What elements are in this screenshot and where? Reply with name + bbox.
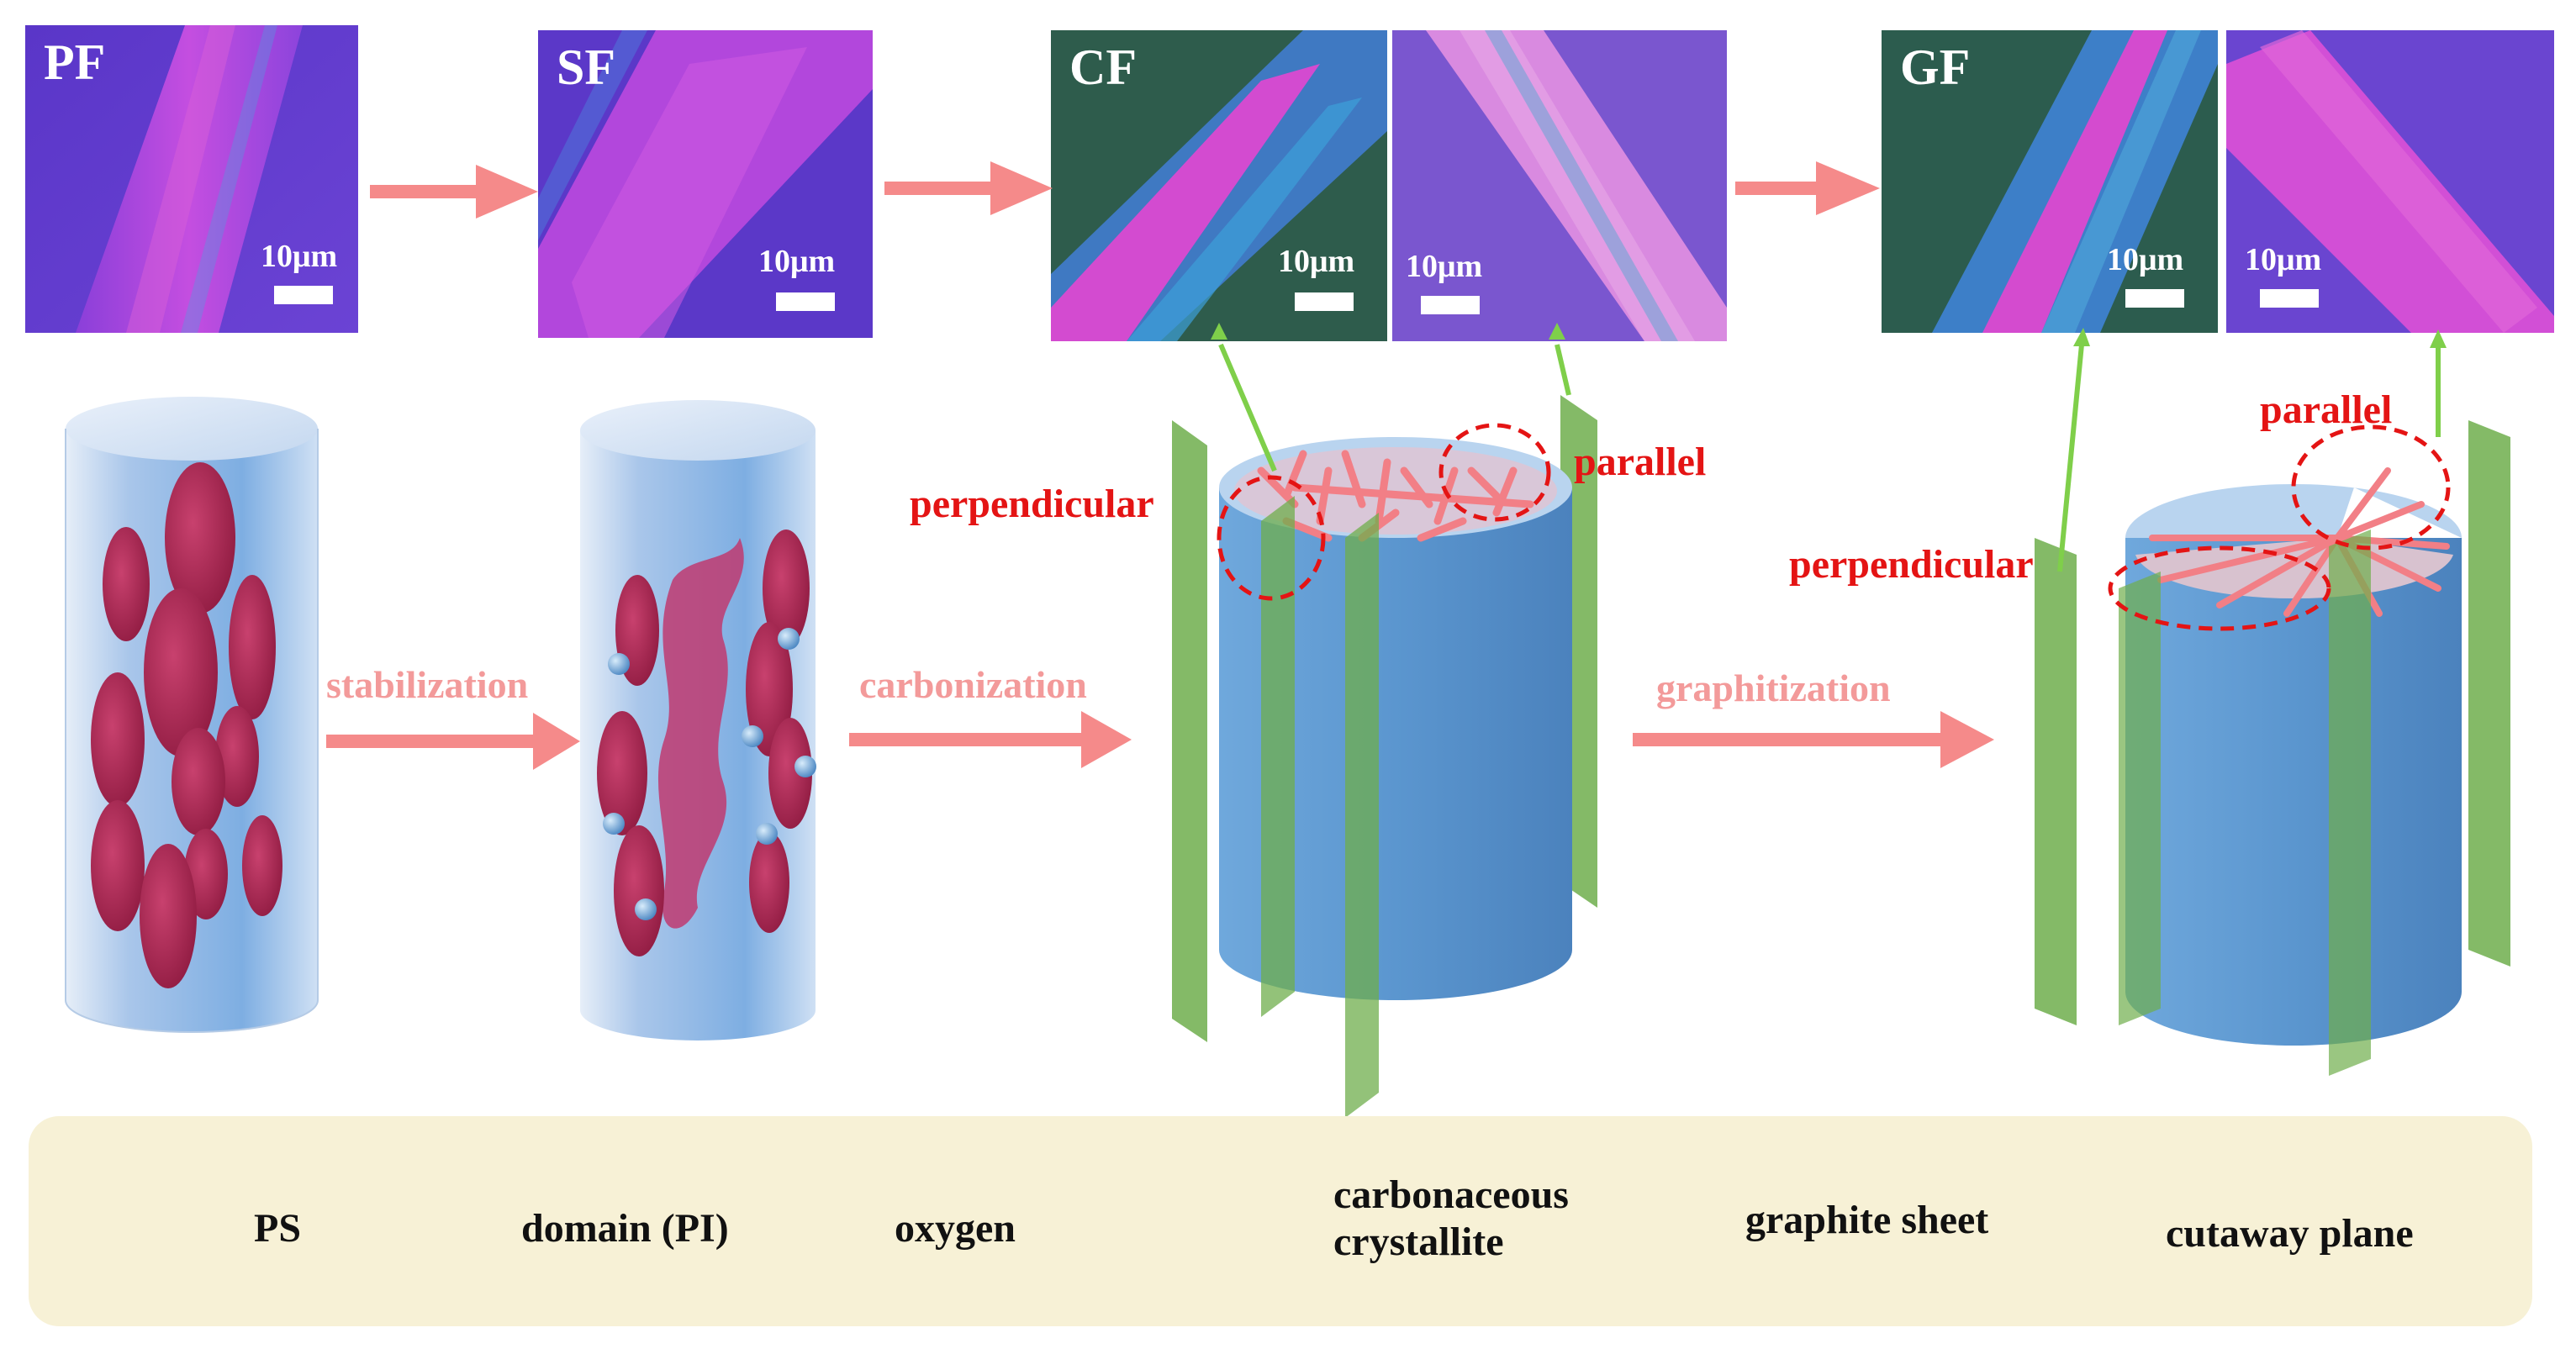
micrograph-cf-2: 10μm bbox=[1392, 30, 1727, 341]
legend-oxygen-label: oxygen bbox=[895, 1206, 1016, 1251]
arrow-pf-sf bbox=[370, 165, 538, 219]
graphitization-label: graphitization bbox=[1656, 666, 1891, 709]
scale-text: 10μm bbox=[1406, 249, 1483, 284]
scale-bar bbox=[776, 292, 835, 311]
gf-perpendicular-label: perpendicular bbox=[1789, 542, 2034, 587]
micrograph-gf-2: 10μm bbox=[2226, 30, 2554, 333]
arrow-carbonization bbox=[849, 711, 1132, 768]
legend-crystallite-label-1: carbonaceous bbox=[1333, 1172, 1569, 1217]
arrow-stabilization bbox=[326, 713, 580, 770]
legend-ps-label: PS bbox=[254, 1206, 302, 1251]
scale-bar bbox=[274, 286, 333, 304]
scale-bar bbox=[2260, 289, 2319, 308]
pf-cylinder bbox=[65, 397, 319, 1033]
micrograph-sf: SF 10μm bbox=[538, 30, 873, 338]
gf-cylinder bbox=[2035, 420, 2510, 1076]
micrograph-label: PF bbox=[44, 34, 106, 90]
scale-text: 10μm bbox=[758, 244, 836, 279]
cf-perpendicular-label: perpendicular bbox=[910, 482, 1154, 526]
micrograph-gf-1: GF 10μm bbox=[1882, 30, 2218, 333]
cf-cylinder bbox=[1172, 395, 1597, 1118]
cf-parallel-label: parallel bbox=[1574, 440, 1707, 484]
scale-text: 10μm bbox=[261, 239, 338, 274]
gf-parallel-label: parallel bbox=[2260, 387, 2393, 432]
stabilization-label: stabilization bbox=[326, 663, 529, 706]
arrow-sf-cf bbox=[884, 161, 1053, 215]
micrograph-pf: PF 10μm bbox=[25, 25, 358, 333]
scale-bar bbox=[1421, 296, 1480, 314]
legend-graphite-label: graphite sheet bbox=[1745, 1198, 1989, 1242]
scale-bar bbox=[1295, 292, 1354, 311]
indicator-lines bbox=[1211, 323, 2447, 572]
carbonization-label: carbonization bbox=[859, 663, 1087, 706]
scale-text: 10μm bbox=[2245, 242, 2322, 277]
scale-text: 10μm bbox=[2107, 242, 2184, 277]
scale-text: 10μm bbox=[1278, 244, 1355, 279]
scale-bar bbox=[2125, 289, 2184, 308]
arrow-cf-gf bbox=[1735, 161, 1880, 215]
legend-panel: PS domain (PI) oxygen carbonaceous cryst… bbox=[29, 1116, 2532, 1326]
micrograph-label: GF bbox=[1900, 40, 1971, 95]
legend-crystallite-label-2: crystallite bbox=[1333, 1220, 1504, 1264]
micrograph-label: CF bbox=[1069, 40, 1137, 95]
sf-cylinder bbox=[580, 400, 816, 1041]
legend-domain-label: domain (PI) bbox=[521, 1206, 729, 1251]
legend-cutaway-label: cutaway plane bbox=[2166, 1211, 2414, 1256]
arrow-graphitization bbox=[1633, 711, 1994, 768]
micrograph-label: SF bbox=[557, 40, 616, 95]
micrograph-cf-1: CF 10μm bbox=[1051, 30, 1387, 341]
